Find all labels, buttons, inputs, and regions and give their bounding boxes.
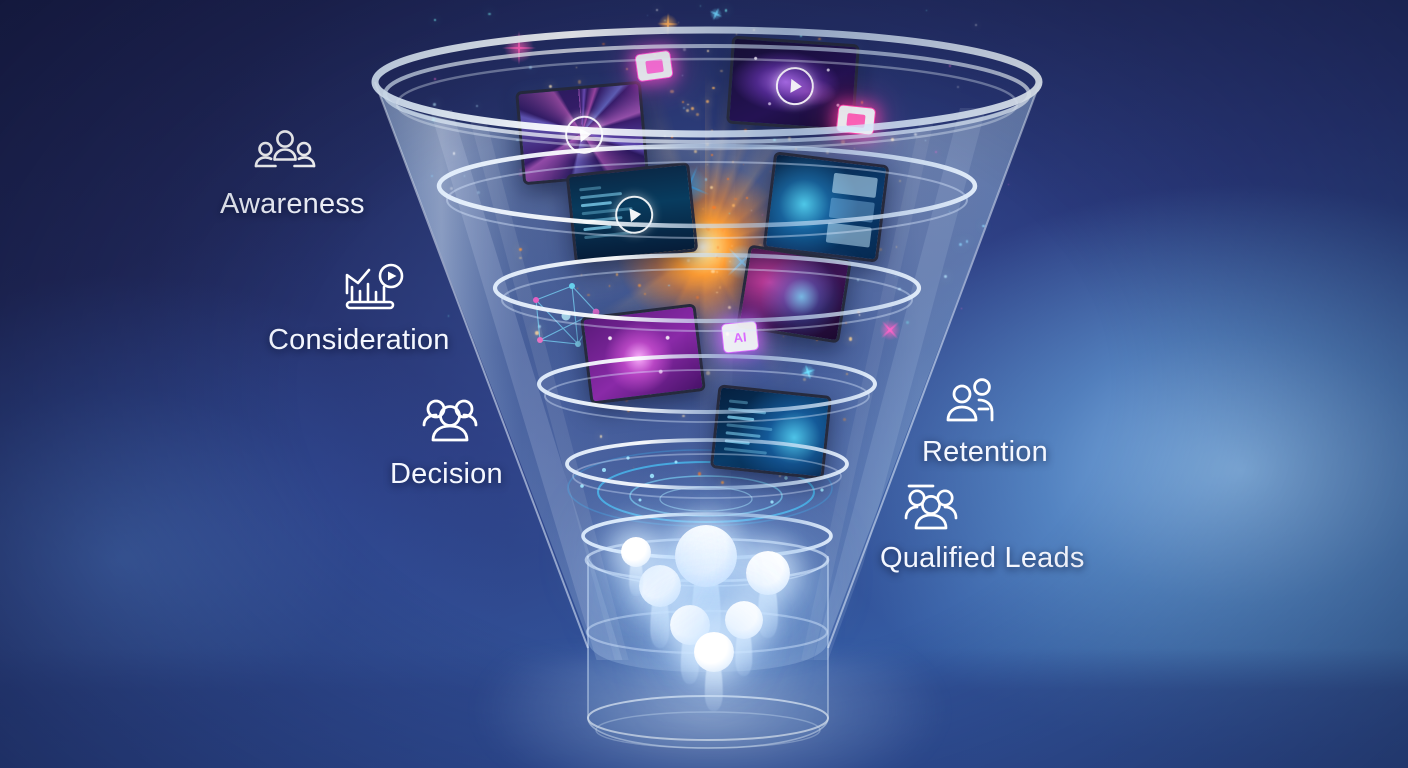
label-qualified-leads[interactable]: Qualified Leads: [880, 482, 1085, 575]
audience-figure: [694, 632, 734, 716]
label-text-retention: Retention: [922, 436, 1048, 468]
spark-particle: [599, 435, 603, 439]
label-text-decision: Decision: [390, 458, 503, 490]
spark-particle: [817, 337, 820, 340]
people-presentation-icon: [903, 482, 1085, 532]
people-group-icon: [419, 396, 503, 448]
two-people-icon: [943, 378, 1048, 426]
spark-particle: [815, 338, 819, 341]
figure-head: [725, 601, 763, 639]
ambient-particle: [488, 12, 492, 16]
spark-particle: [758, 244, 762, 247]
audience-figure: [725, 601, 763, 681]
audience-figure: [621, 537, 651, 600]
bar-chart-play-icon: [343, 262, 450, 314]
ambient-particle: [925, 9, 928, 11]
figure-head: [621, 537, 651, 567]
label-retention[interactable]: Retention: [922, 378, 1048, 469]
spark-particle: [717, 246, 720, 249]
label-consideration[interactable]: Consideration: [268, 262, 450, 357]
label-awareness[interactable]: Awareness: [220, 128, 365, 221]
audience-figure: [670, 605, 710, 689]
spark-particle: [722, 229, 725, 233]
ambient-particle: [700, 5, 702, 7]
figure-head: [694, 632, 734, 672]
label-text-awareness: Awareness: [220, 188, 365, 220]
label-decision[interactable]: Decision: [390, 396, 503, 491]
figure-head: [746, 551, 790, 595]
spark-particle: [782, 336, 784, 338]
spark-particle: [706, 226, 711, 231]
ambient-particle: [433, 18, 437, 22]
label-text-consideration: Consideration: [268, 324, 450, 356]
figure-head: [675, 525, 737, 587]
ambient-particle: [655, 9, 658, 11]
spark-particle: [682, 414, 685, 418]
group-of-people-icon: [254, 128, 365, 178]
label-text-qualified-leads: Qualified Leads: [880, 542, 1085, 574]
figure-head: [639, 565, 681, 607]
audience-figure: [639, 565, 681, 653]
ambient-particle: [646, 14, 648, 16]
audience-figure: [746, 551, 790, 643]
ambient-particle: [724, 9, 727, 12]
ambient-particle: [975, 24, 977, 26]
